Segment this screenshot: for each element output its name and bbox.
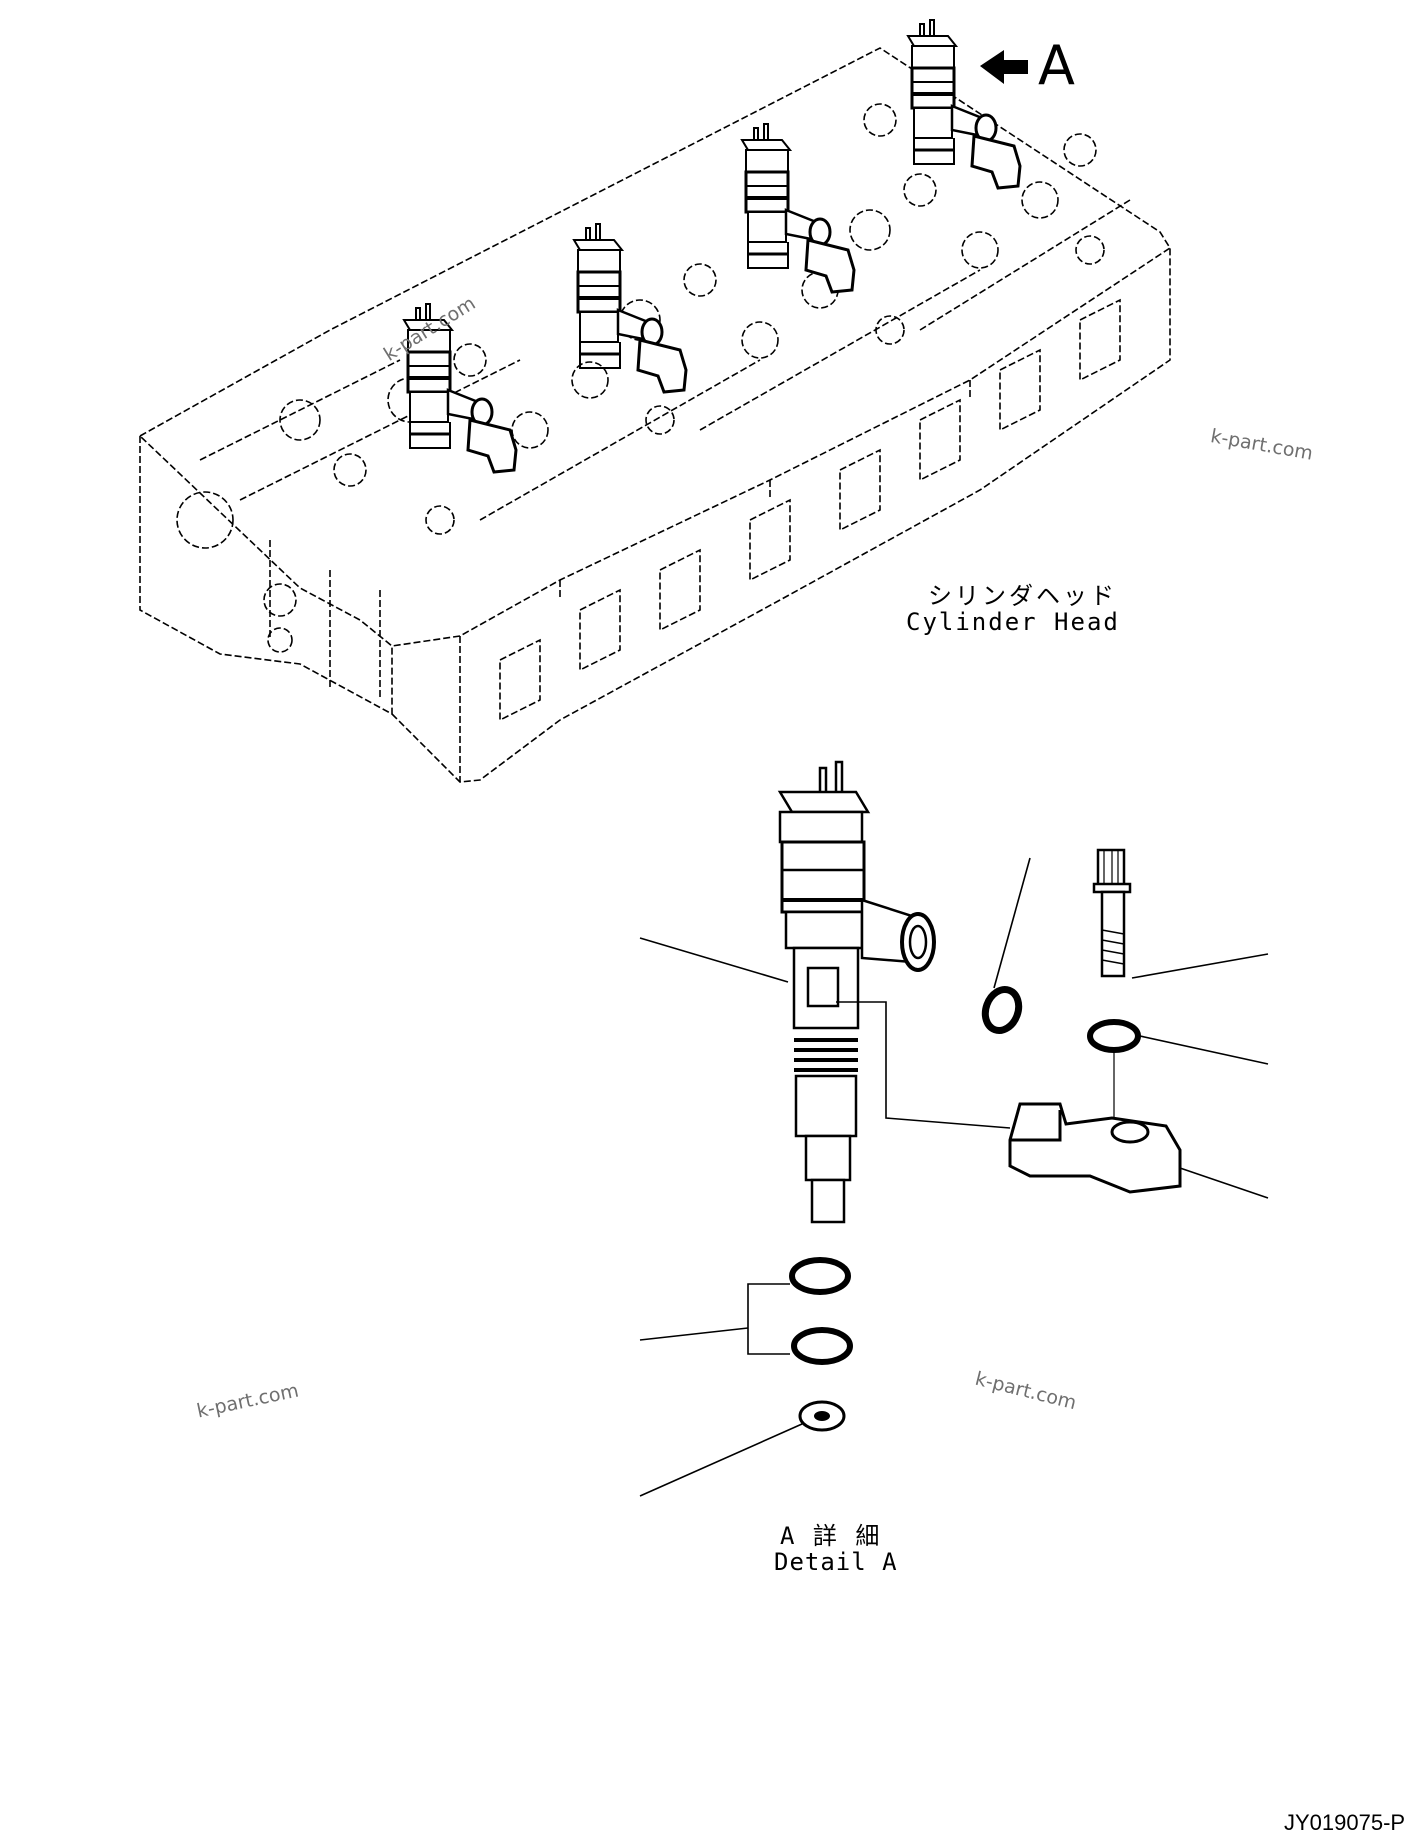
nozzle-gasket: [798, 1400, 846, 1432]
clamp-bolt: [1092, 848, 1132, 978]
drawing-code: JY019075-P: [1284, 1810, 1406, 1835]
injector-detail: [777, 760, 936, 1224]
detail-a-label-en: Detail A: [774, 1548, 898, 1576]
o-ring-lower-2: [791, 1327, 853, 1365]
arrow-a-label: A: [1038, 34, 1075, 97]
cylinder-head-label-en: Cylinder Head: [906, 608, 1120, 636]
o-ring-upper: [981, 986, 1023, 1034]
injector-clamp: [1008, 1102, 1182, 1194]
injector-3: [740, 122, 856, 294]
arrow-a-icon: [980, 50, 1028, 84]
leader-lines: [639, 857, 1269, 1497]
bolt-washer: [1087, 1019, 1141, 1053]
cylinder-head-label-jp: シリンダヘッド: [928, 582, 1117, 610]
injector-2: [572, 222, 688, 394]
o-ring-lower-1: [789, 1257, 851, 1295]
detail-a-label-jp: A 詳 細: [780, 1522, 882, 1550]
